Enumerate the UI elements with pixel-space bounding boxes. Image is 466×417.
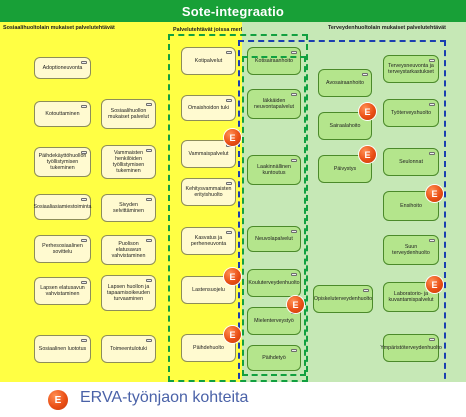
- erva-badge: E: [359, 103, 376, 120]
- node-expand-icon: [429, 239, 435, 242]
- node-expand-icon: [429, 103, 435, 106]
- node-perhesosiaalinen-sovittelu[interactable]: Perhesosiaalinen sovittelu: [34, 235, 91, 263]
- diagram-title: Sote-integraatio: [0, 0, 466, 22]
- node-expand-icon: [291, 159, 297, 162]
- node-expand-icon: [291, 273, 297, 276]
- node-kehitysvammaisten-erityishuolto[interactable]: Kehitysvammaisten erityishuolto: [181, 178, 236, 206]
- node-paihdehuolto[interactable]: Päihdehuolto: [181, 334, 236, 362]
- node-sosiaalinen-luototus[interactable]: Sosiaalinen luototus: [34, 335, 91, 363]
- node-kouluterveydenhuolto[interactable]: Kouluterveydenhuolto: [247, 269, 301, 297]
- node-adoptioneuvonta[interactable]: Adoptioneuvonta: [34, 57, 91, 79]
- health-services-header: Terveydenhuoltolain mukaiset palveluteht…: [328, 25, 446, 31]
- erva-badge: E: [224, 326, 241, 343]
- node-ensihoito[interactable]: Ensihoito: [383, 191, 439, 221]
- node-expand-icon: [362, 73, 368, 76]
- node-expand-icon: [226, 231, 232, 234]
- node-expand-icon: [226, 182, 232, 185]
- node-sosiaaliasiamiestoiminta[interactable]: Sosiaaliasiamiestoiminta: [34, 194, 92, 220]
- erva-badge: E: [224, 129, 241, 146]
- node-expand-icon: [81, 198, 87, 201]
- node-expand-icon: [291, 93, 297, 96]
- node-vammaisten-tyollistyminen[interactable]: Vammaisten henkilöiden työllistymisen tu…: [101, 145, 156, 179]
- node-avosairaanhoito[interactable]: Avosairaanhoito: [318, 69, 372, 97]
- node-expand-icon: [146, 279, 152, 282]
- node-laakinnallinen-kuntoutus[interactable]: Laakinnällinen kuntoutus: [247, 155, 301, 185]
- erva-badge: E: [426, 276, 443, 293]
- node-expand-icon: [81, 61, 87, 64]
- legend: E ERVA-työnjaon kohteita: [0, 382, 466, 417]
- node-paihdetyo[interactable]: Päihdetyö: [247, 345, 301, 371]
- node-expand-icon: [226, 99, 232, 102]
- node-neuvolapalvelut[interactable]: Neuvolapalvelut: [247, 226, 301, 252]
- social-services-header: Sosiaalihuoltolain mukaiset palvelutehtä…: [3, 25, 115, 31]
- node-mielenterveystyo[interactable]: Mielenterveystyö: [247, 307, 301, 335]
- erva-badge: E: [287, 296, 304, 313]
- node-iakkaiden-neuvontapalvelut[interactable]: Iäkkäiden neuvontapalvelut: [247, 89, 301, 119]
- legend-erva-badge: E: [48, 390, 68, 410]
- node-seulonnat[interactable]: Seulonnat: [383, 148, 439, 176]
- node-expand-icon: [291, 349, 297, 352]
- node-expand-icon: [81, 339, 87, 342]
- node-expand-icon: [81, 105, 87, 108]
- node-sivyden-selvittaminen[interactable]: Sivyden selvittäminen: [101, 194, 156, 222]
- legend-text: ERVA-työnjaon kohteita: [80, 389, 249, 406]
- node-expand-icon: [81, 151, 87, 154]
- node-terveysneuvonta[interactable]: Terveysneuvonta ja terveystarkastukset: [383, 55, 439, 83]
- node-tyoterveyshuolto[interactable]: Työterveyshuolto: [383, 99, 439, 127]
- node-expand-icon: [226, 51, 232, 54]
- node-kotisairaanhoito[interactable]: Kotisairaanhoito: [247, 47, 301, 75]
- node-sosiaalihuollon-mukaiset-palvelut[interactable]: Sosiaalihuollon mukaiset palvelut: [101, 99, 156, 129]
- node-expand-icon: [291, 230, 297, 233]
- node-kotouttaminen[interactable]: Kotouttaminen: [34, 101, 91, 127]
- node-sairaalahoito[interactable]: Sairaalahoito: [318, 112, 372, 140]
- node-kasvatus-perheneuvonta[interactable]: Kasvatus ja perheneuvonta: [181, 227, 236, 255]
- node-expand-icon: [363, 289, 369, 292]
- node-lapsen-elatusavun-vahvistaminen[interactable]: Lapsen elatusavun vahvistaminen: [34, 277, 91, 305]
- node-opiskeluterveydenhuolto[interactable]: Opiskeluterveydenhuolto: [313, 285, 373, 313]
- erva-badge: E: [359, 146, 376, 163]
- shared-services-header: Palvelutehtävät joissa merkittävä yhteis…: [173, 27, 283, 33]
- node-toimeentulotuki[interactable]: Toimeentulotuki: [101, 335, 156, 363]
- node-ymparistoterveydenhuolto[interactable]: Ympäristöterveydenhuolto: [380, 334, 442, 362]
- erva-badge: E: [426, 185, 443, 202]
- node-suun-terveydenhuolto[interactable]: Suun terveydenhuolto: [383, 235, 439, 265]
- erva-badge: E: [224, 268, 241, 285]
- node-lapsen-huollon-turvaaminen[interactable]: Lapsen huollon ja tapaamisoikeuden turva…: [101, 275, 156, 311]
- node-expand-icon: [81, 239, 87, 242]
- node-expand-icon: [429, 59, 435, 62]
- node-puolison-elatusavun-vahvistaminen[interactable]: Puolison elatusavun vahvistaminen: [101, 235, 156, 265]
- node-expand-icon: [146, 149, 152, 152]
- node-expand-icon: [146, 339, 152, 342]
- node-paihdekayttohuollon-tyollistyminen[interactable]: Päihdekäyttöhuollon työllistymisen tukem…: [34, 147, 91, 177]
- node-expand-icon: [291, 51, 297, 54]
- node-expand-icon: [146, 198, 152, 201]
- node-expand-icon: [146, 103, 152, 106]
- node-expand-icon: [81, 281, 87, 284]
- node-kotipalvelut[interactable]: Kotipalvelut: [181, 47, 236, 75]
- node-expand-icon: [429, 338, 435, 341]
- node-expand-icon: [429, 152, 435, 155]
- node-expand-icon: [146, 239, 152, 242]
- node-omaishoidon-tuki[interactable]: Omaishoidon tuki: [181, 95, 236, 121]
